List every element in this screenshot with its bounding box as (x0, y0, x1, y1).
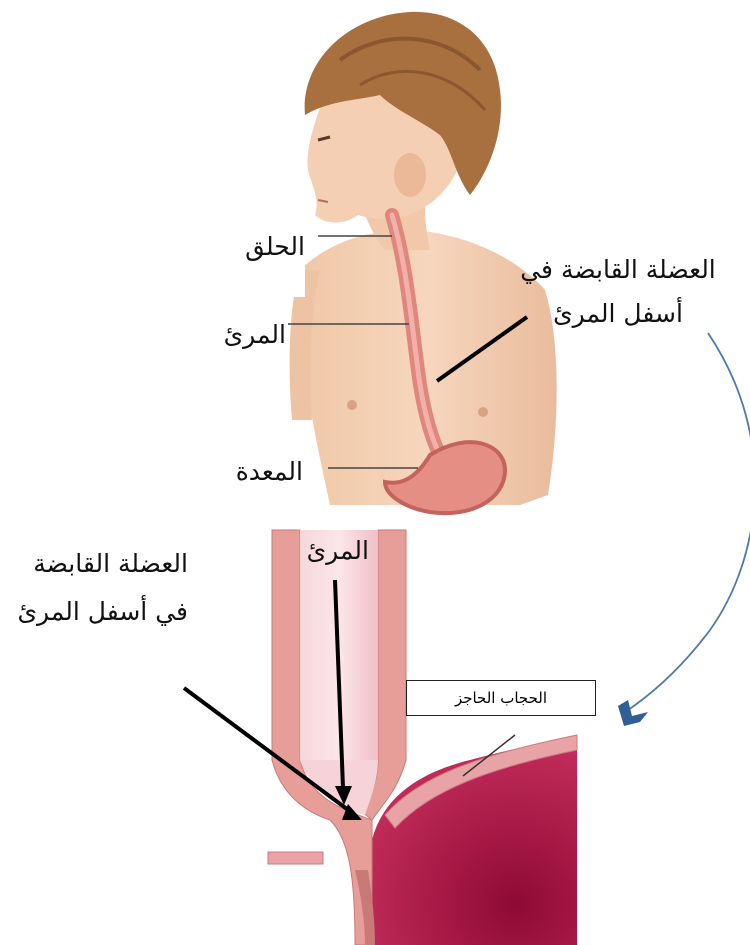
label-esophagus-bottom: المرئ (297, 533, 369, 567)
label-pharynx: الحلق (210, 225, 305, 297)
ear (394, 153, 426, 197)
label-diaphragm: الحجاب الحاجز (406, 680, 596, 716)
curved-arrow (628, 333, 750, 710)
label-sphincter-bottom: العضلة القابضة في أسفل المرئ (8, 540, 188, 636)
arrow-head-icon (618, 700, 648, 726)
closeup-illustration (268, 530, 577, 945)
label-stomach: المعدة (215, 452, 303, 492)
label-sphincter-top: العضلة القابضة في أسفل المرئ (487, 248, 749, 336)
label-esophagus-top: المرئ (178, 305, 286, 375)
